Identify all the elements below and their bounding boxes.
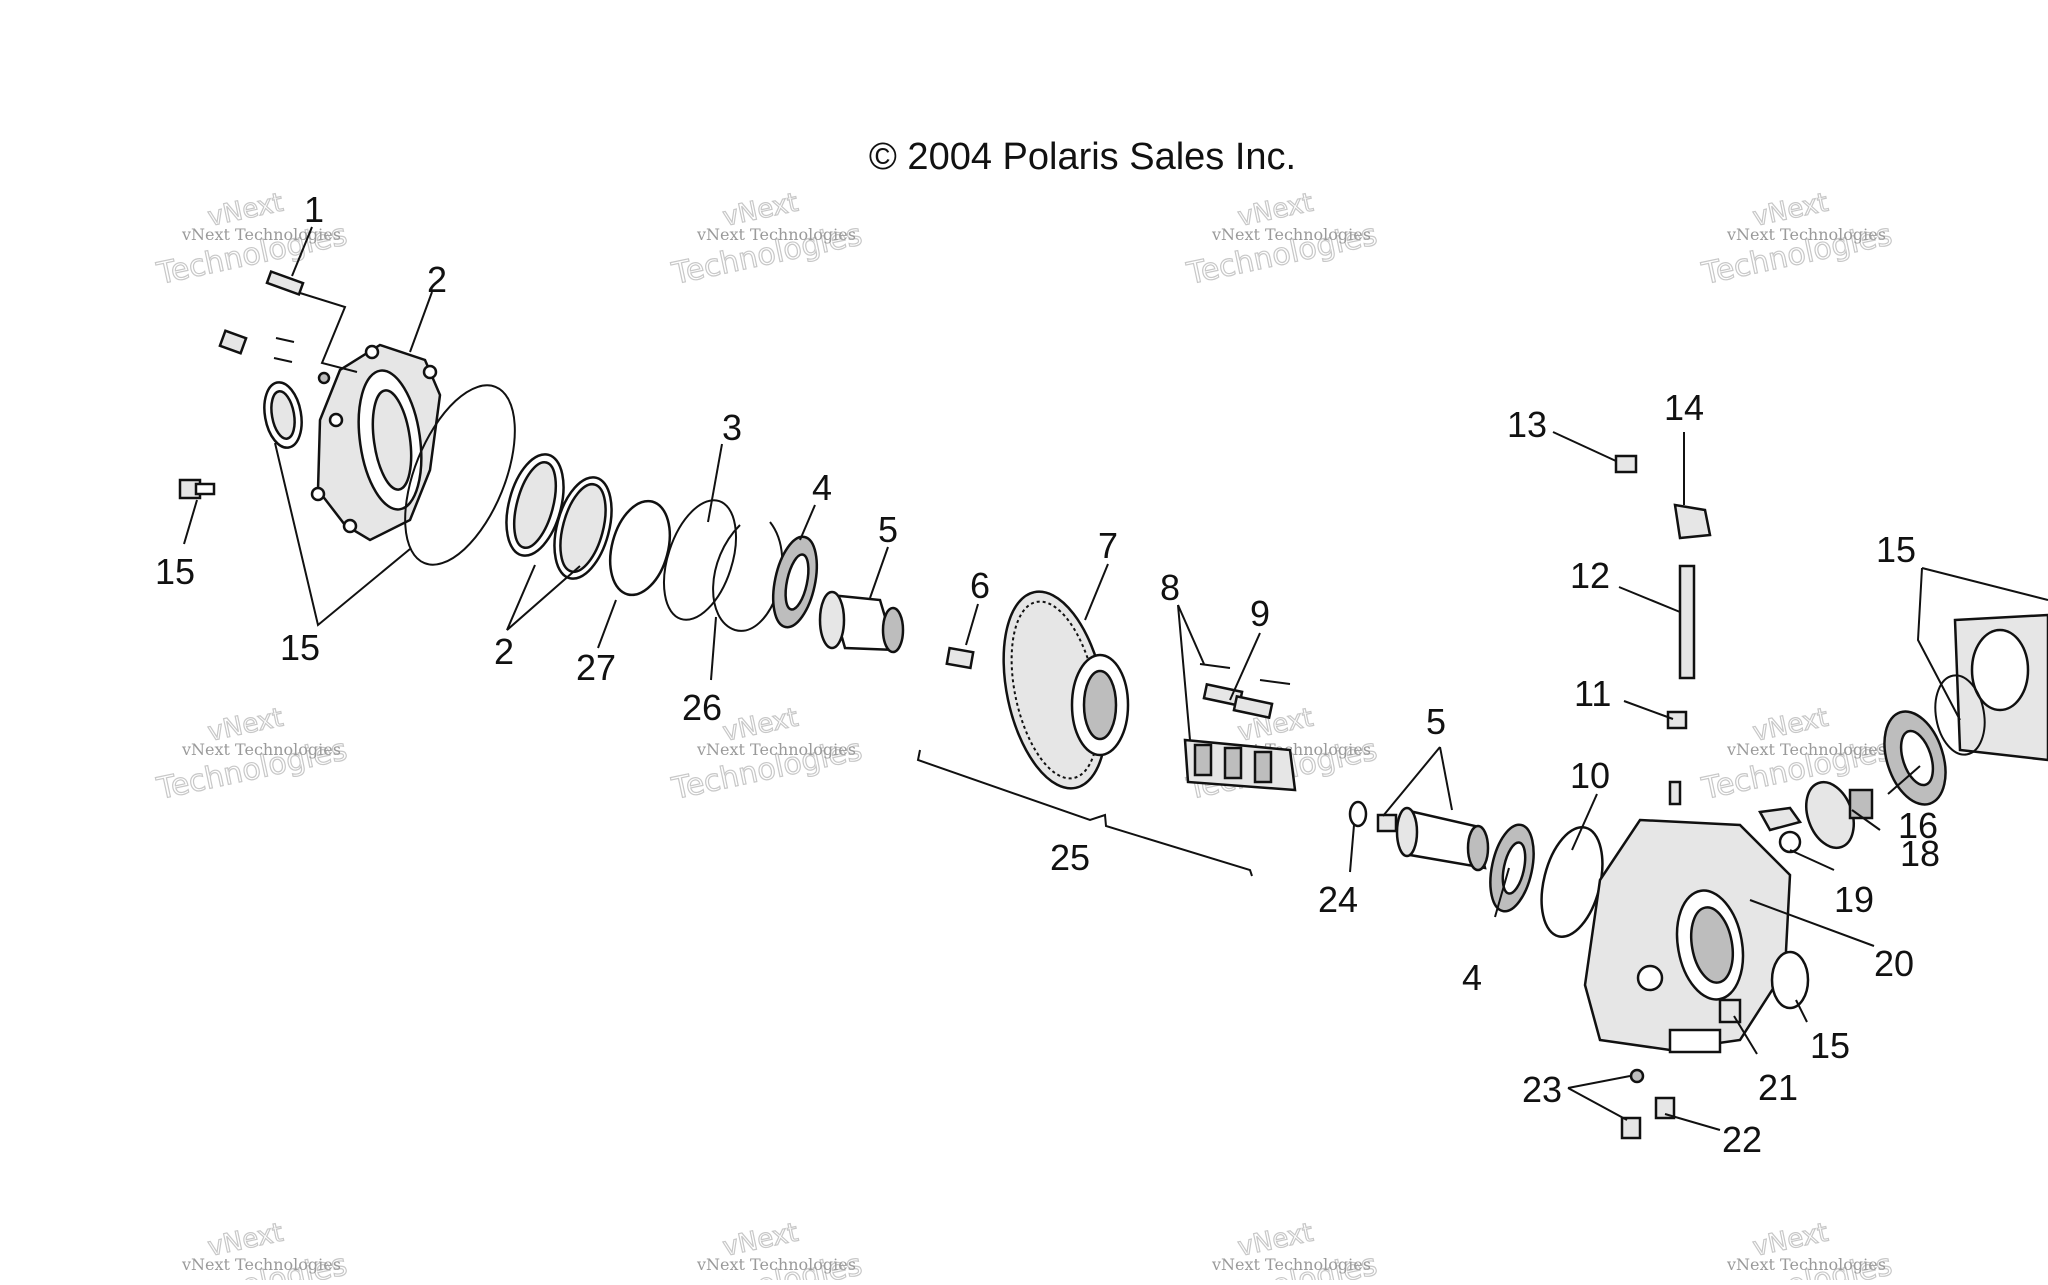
svg-text:vNext Technologies: vNext Technologies: [1726, 225, 1886, 244]
part-rings-2: [505, 453, 613, 580]
callout-2-rings: 2: [494, 631, 514, 672]
part-bushing-5: [818, 590, 905, 654]
watermark: vNext Technologies vNext Technologies: [1698, 1217, 1896, 1285]
callout-23: 22: [1722, 1119, 1762, 1160]
part-fitting-24: [1629, 1068, 1645, 1084]
callout-5-left: 5: [878, 509, 898, 550]
callout-10: 10: [1570, 755, 1610, 796]
callouts: 1 2 2 3 4 4 5 5 6 7 8 9 10 11 12 13 14 1…: [155, 189, 1940, 1160]
part-snap-ring: [712, 521, 784, 632]
part-plug-22: [1718, 998, 1742, 1024]
part-seal-20: [1778, 830, 1802, 854]
svg-text:vNext Technologies: vNext Technologies: [696, 1255, 856, 1274]
svg-text:vNext Technologies: vNext Technologies: [1726, 1255, 1886, 1274]
part-pin-6: [945, 646, 975, 670]
callout-14: 14: [1664, 387, 1704, 428]
part-bearing-18: [1883, 710, 1947, 806]
callout-26: 25: [1050, 837, 1090, 878]
callout-22: 21: [1758, 1067, 1798, 1108]
parts: [178, 269, 2048, 1140]
part-clip: [218, 329, 248, 355]
part-fitting-23: [1654, 1096, 1676, 1120]
callout-18: 16: [1898, 805, 1938, 846]
callout-13: 13: [1507, 404, 1547, 445]
part-ring-gear: [1002, 590, 1130, 790]
part-stud: [265, 269, 305, 297]
callout-28: 27: [576, 647, 616, 688]
part-bearing-4: [771, 535, 819, 629]
callout-15-left: 15: [280, 627, 320, 668]
svg-text:vNext Technologies: vNext Technologies: [181, 1255, 341, 1274]
part-pin-11: [1668, 780, 1682, 806]
watermark: vNext Technologies vNext Technologies: [1698, 187, 1896, 293]
callout-1: 1: [304, 189, 324, 230]
svg-text:vNext Technologies: vNext Technologies: [696, 740, 856, 759]
callout-11: 11: [1574, 673, 1611, 714]
part-bracket-14: [1673, 503, 1712, 540]
callout-24: 23: [1522, 1069, 1562, 1110]
part-main-housing: [1583, 818, 1792, 1054]
callout-15-upper-right: 15: [1876, 529, 1916, 570]
callout-16: 15: [155, 551, 195, 592]
callout-2-cover: 2: [427, 259, 447, 300]
part-washer-25: [1348, 800, 1368, 828]
callout-4-right: 4: [1462, 957, 1482, 998]
svg-text:vNext Technologies: vNext Technologies: [1211, 1255, 1371, 1274]
callout-8: 8: [1160, 567, 1180, 608]
svg-text:vNext Technologies: vNext Technologies: [1726, 740, 1886, 759]
part-ring-3: [663, 499, 737, 621]
copyright-notice: © 2004 Polaris Sales Inc.: [868, 136, 1297, 178]
part-bolt-13: [1614, 454, 1638, 474]
part-fitting-24b: [1620, 1116, 1642, 1140]
callout-9: 9: [1250, 593, 1270, 634]
part-o-ring: [404, 384, 516, 566]
callout-12: 12: [1570, 555, 1610, 596]
watermark: vNext Technologies vNext Technologies: [668, 187, 866, 293]
part-seal-upper-right: [1934, 613, 2048, 762]
callout-3: 3: [722, 407, 742, 448]
watermark: vNext Technologies vNext Technologies: [668, 1217, 866, 1285]
svg-text:vNext Technologies: vNext Technologies: [696, 225, 856, 244]
part-pinion-gear: [1758, 780, 1874, 850]
callout-15-lower: 15: [1810, 1025, 1850, 1066]
part-seal-left: [263, 381, 303, 449]
callout-27: 26: [682, 687, 722, 728]
callout-5-right: 5: [1426, 701, 1446, 742]
part-clip-11: [1666, 710, 1688, 730]
part-roller-cage: [1183, 663, 1297, 792]
part-pin-5: [1376, 813, 1398, 833]
leader-lines: [183, 226, 2048, 1131]
svg-text:vNext Technologies: vNext Technologies: [181, 225, 341, 244]
callout-7: 7: [1098, 525, 1118, 566]
callout-6: 6: [970, 565, 990, 606]
part-bearing-4-right: [1489, 823, 1535, 913]
callout-20: 19: [1834, 879, 1874, 920]
watermark: vNext Technologies vNext Technologies: [153, 1217, 351, 1285]
part-bolt-16: [178, 478, 216, 500]
part-bushing-5-right: [1395, 806, 1490, 872]
svg-text:vNext Technologies: vNext Technologies: [1211, 225, 1371, 244]
svg-text:vNext Technologies: vNext Technologies: [181, 740, 341, 759]
callout-19: 18: [1900, 833, 1940, 874]
part-shaft-12: [1678, 564, 1696, 680]
callout-4-left: 4: [812, 467, 832, 508]
callout-21: 20: [1874, 943, 1914, 984]
callout-25: 24: [1318, 879, 1358, 920]
watermark: vNext Technologies vNext Technologies: [153, 702, 351, 808]
watermark: vNext Technologies vNext Technologies: [1183, 1217, 1381, 1285]
part-seal-15-lower: [1770, 950, 1810, 1010]
part-cover-housing: [310, 343, 442, 542]
watermark: vNext Technologies vNext Technologies: [1183, 187, 1381, 293]
